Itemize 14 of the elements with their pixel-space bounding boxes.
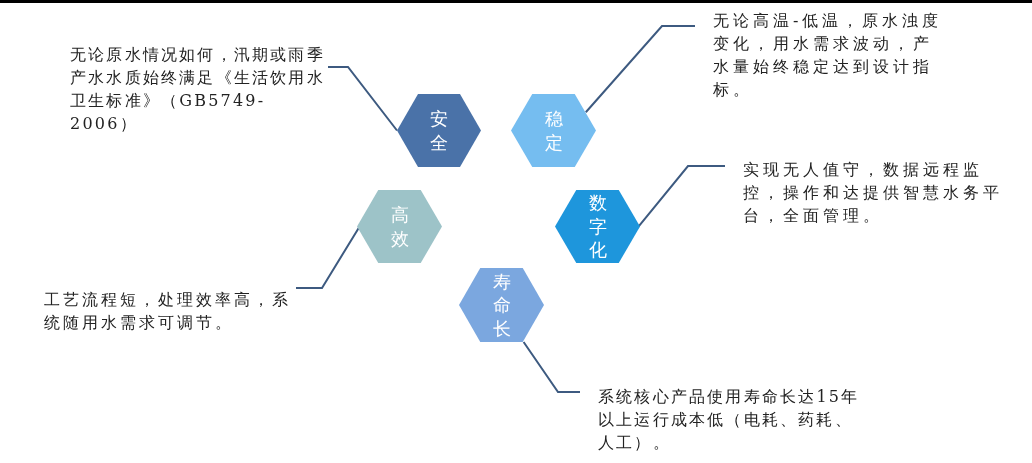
- hexagon-label: 寿命长: [492, 269, 511, 341]
- hexagon-label: 稳定: [544, 107, 563, 154]
- hexagon-label: 安全: [430, 107, 448, 154]
- description-text: 系统核心产品使用寿命长达15年以上运行成本低（电耗、药耗、人工）。: [598, 386, 861, 454]
- leader-line: [295, 226, 360, 289]
- description-text: 无论原水情况如何，汛期或雨季产水水质始终满足《生活饮用水卫生标准》（GB5749-2006）: [70, 44, 326, 135]
- hexagon-label: 数字化: [588, 191, 607, 262]
- leader-line: [584, 25, 696, 114]
- leader-line: [522, 341, 581, 393]
- description-text: 工艺流程短，处理效率高，系统随用水需求可调节。: [44, 289, 292, 334]
- description-text: 无论高温-低温，原水浊度变化，用水需求波动，产水量始终稳定达到设计指标。: [713, 10, 943, 101]
- leader-line: [327, 66, 398, 132]
- hexagon-label: 高效: [390, 203, 409, 250]
- description-text: 实现无人值守，数据远程监控，操作和达提供智慧水务平台，全面管理。: [743, 159, 1004, 227]
